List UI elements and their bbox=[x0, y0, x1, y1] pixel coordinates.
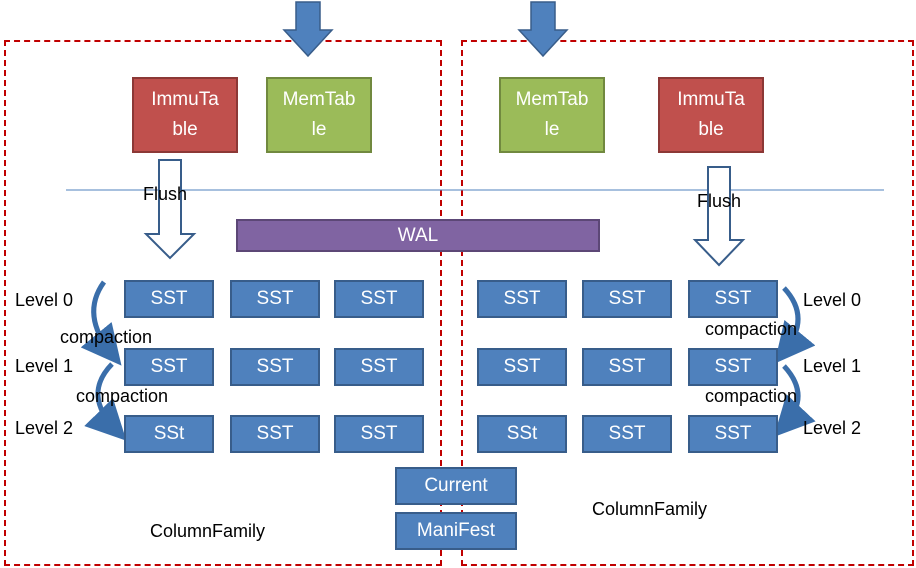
left-input-arrow-icon bbox=[282, 1, 334, 58]
left-sst-l0-0: SST bbox=[124, 280, 214, 318]
right-sst-l1-2: SST bbox=[688, 348, 778, 386]
right-input-arrow-icon bbox=[517, 1, 569, 58]
right-column-family-frame bbox=[461, 40, 914, 566]
right-sst-l2-2: SST bbox=[688, 415, 778, 453]
manifest-box: ManiFest bbox=[395, 512, 517, 550]
right-sst-l2-0: SSt bbox=[477, 415, 567, 453]
left-flush-arrow-icon bbox=[143, 159, 197, 260]
right-sst-l0-0: SST bbox=[477, 280, 567, 318]
left-sst-l2-2: SST bbox=[334, 415, 424, 453]
right-sst-l1-0: SST bbox=[477, 348, 567, 386]
right-sst-l1-1: SST bbox=[582, 348, 672, 386]
left-column-family-frame bbox=[4, 40, 442, 566]
left-compaction-arc-1-2 bbox=[84, 362, 127, 441]
right-compaction-arc-1-2 bbox=[773, 364, 816, 437]
right-sst-l0-2: SST bbox=[688, 280, 778, 318]
left-compaction-label-1: compaction bbox=[76, 386, 169, 406]
left-level-0-label: Level 0 bbox=[15, 290, 74, 310]
left-sst-l2-1: SST bbox=[230, 415, 320, 453]
left-sst-l1-2: SST bbox=[334, 348, 424, 386]
left-sst-l1-0: SST bbox=[124, 348, 214, 386]
left-sst-l0-2: SST bbox=[334, 280, 424, 318]
wal-box: WAL bbox=[236, 219, 600, 252]
right-flush-arrow-icon bbox=[692, 166, 746, 267]
right-column-family-label: ColumnFamily bbox=[592, 499, 708, 519]
right-flush-label: Flush bbox=[697, 191, 742, 211]
right-level-0-label: Level 0 bbox=[803, 290, 862, 310]
wal-label: WAL bbox=[397, 224, 439, 246]
right-sst-l0-1: SST bbox=[582, 280, 672, 318]
right-compaction-label-1: compaction bbox=[705, 386, 798, 406]
right-compaction-arc-0-1 bbox=[774, 286, 816, 364]
right-level-1-label: Level 1 bbox=[803, 356, 862, 376]
left-compaction-label-0: compaction bbox=[60, 327, 153, 347]
right-level-2-label: Level 2 bbox=[803, 418, 862, 438]
manifest-label: ManiFest bbox=[416, 520, 496, 541]
left-sst-l0-1: SST bbox=[230, 280, 320, 318]
current-label: Current bbox=[424, 475, 488, 496]
current-box: Current bbox=[395, 467, 517, 505]
left-column-family-label: ColumnFamily bbox=[150, 521, 266, 541]
left-flush-label: Flush bbox=[143, 184, 188, 204]
right-sst-l2-1: SST bbox=[582, 415, 672, 453]
left-sst-l1-1: SST bbox=[230, 348, 320, 386]
right-compaction-label-0: compaction bbox=[705, 319, 798, 339]
left-level-1-label: Level 1 bbox=[15, 356, 74, 376]
left-sst-l2-0: SSt bbox=[124, 415, 214, 453]
left-level-2-label: Level 2 bbox=[15, 418, 74, 438]
left-compaction-arc-0-1 bbox=[80, 280, 122, 366]
